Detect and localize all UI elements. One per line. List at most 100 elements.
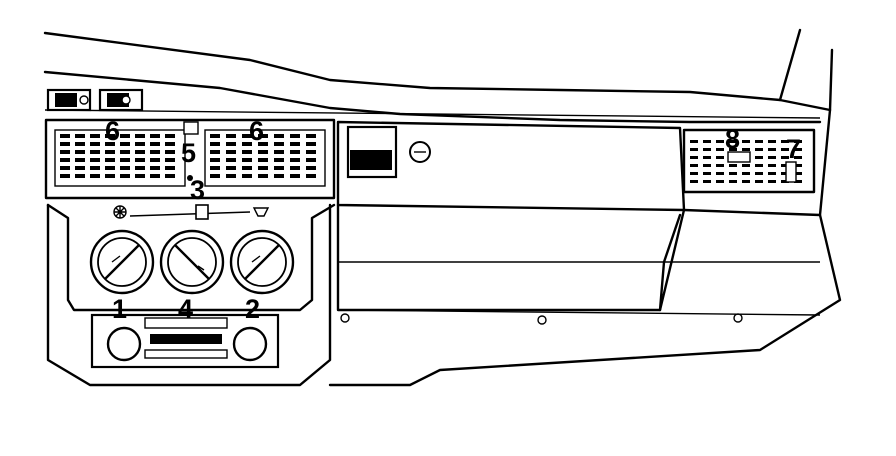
vent-slat [690,148,698,151]
vent-slat [165,174,175,178]
center-vent-left [60,134,175,178]
vent-slat [165,158,175,162]
vent-slat [274,134,284,138]
vent-slat [768,156,776,159]
vent-slat [716,164,724,167]
vent-slat [90,150,100,154]
vent-slat [781,156,789,159]
vent-slat [290,142,300,146]
vent-slat [242,142,252,146]
keyhole-icon [409,141,431,163]
vent-slat [165,166,175,170]
vent-slat [290,166,300,170]
vent-slat [755,164,763,167]
vent-slat [226,158,236,162]
vent-slat [781,164,789,167]
vent-slat [210,166,220,170]
callout-5: 5 [181,138,197,168]
vent-slat [742,140,750,143]
vent-slat [716,140,724,143]
vent-slat [274,142,284,146]
vent-slat [755,148,763,151]
vent-slat [768,172,776,175]
callout-7: 7 [786,134,802,164]
vent-slat [729,180,737,183]
vent-slat [768,148,776,151]
heater-control-panel [46,203,336,387]
vent-slat [306,142,316,146]
side-vent [682,128,816,194]
vent-slat [306,174,316,178]
vent-slat [210,142,220,146]
callout-4: 4 [178,294,194,324]
vent-slat [150,158,160,162]
vent-slat [120,166,130,170]
vent-slat [210,150,220,154]
vent-slat [742,148,750,151]
vent-slat [165,142,175,146]
vent-slat [226,150,236,154]
vent-slat [242,134,252,138]
vent-slat [75,158,85,162]
callout-1: 1 [112,294,128,324]
vent-slat [150,150,160,154]
vent-slat [258,158,268,162]
vent-slat [794,156,802,159]
vent-slat [690,140,698,143]
glove-box [336,120,822,325]
vent-slat [120,142,130,146]
vent-slat [60,142,70,146]
knob-icon[interactable] [229,229,295,295]
vent-slat [105,142,115,146]
vent-slat [290,158,300,162]
vent-slat [703,148,711,151]
vent-slat [716,172,724,175]
vent-slat [703,180,711,183]
center-vent-panel [44,118,336,200]
vent-slat [729,164,737,167]
vent-slat [258,142,268,146]
vent-slat [290,134,300,138]
vent-slat [135,150,145,154]
vent-slat [290,174,300,178]
vent-slat [150,134,160,138]
vent-slat [210,158,220,162]
vent-slat [60,166,70,170]
vent-slat [105,166,115,170]
vent-slat [290,150,300,154]
vent-slat [716,148,724,151]
vent-slat [703,164,711,167]
vent-slat [75,150,85,154]
callout-8: 8 [725,124,741,154]
vent-slat [75,142,85,146]
knob-icon[interactable] [89,229,155,295]
vent-slat [242,158,252,162]
vent-slat [306,166,316,170]
vent-slat [120,174,130,178]
vent-slat [60,158,70,162]
vent-slat [60,150,70,154]
vent-slat [794,180,802,183]
vent-slat [742,180,750,183]
vent-slat [90,158,100,162]
vent-slat [90,174,100,178]
vent-slat [274,150,284,154]
vent-slat [242,150,252,154]
center-vent-right [210,134,316,178]
knob-icon[interactable] [159,229,225,295]
vent-slat [794,140,802,143]
callout-2: 2 [245,294,261,324]
vent-slat [258,134,268,138]
vent-slat [60,174,70,178]
vent-slat [75,134,85,138]
vent-slat [306,158,316,162]
vent-slat [274,158,284,162]
vent-slat [768,140,776,143]
vent-slat [729,172,737,175]
vent-slat [755,172,763,175]
vent-slat [258,166,268,170]
vent-slat [742,164,750,167]
vent-slat [105,134,115,138]
vent-slat [690,172,698,175]
